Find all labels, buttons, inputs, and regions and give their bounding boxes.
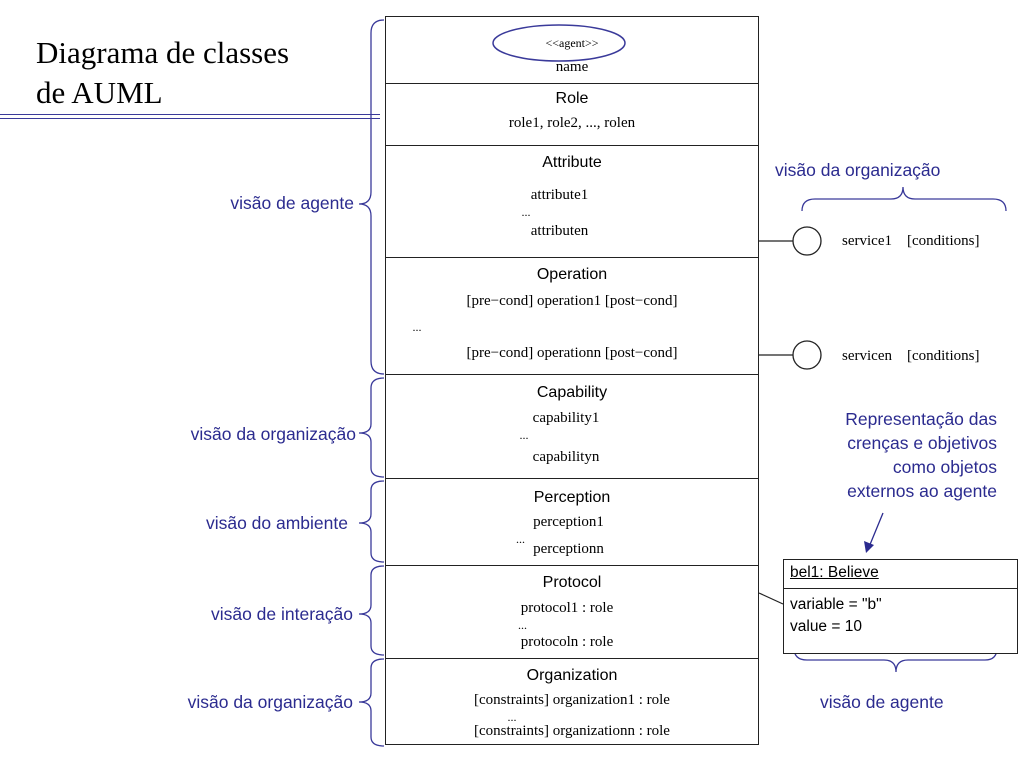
capability-heading: Capability (536, 384, 608, 401)
brace-right-agent-view (793, 647, 998, 673)
representation-arrow-head (864, 541, 874, 553)
capability-dots: ... (519, 428, 529, 442)
servicen-name: servicen (842, 348, 892, 364)
label-right-organization-view: visão da organização (775, 160, 941, 180)
protocol-heading: Protocol (542, 574, 602, 591)
perception-last: perceptionn (533, 541, 604, 557)
stereotype-ellipse (492, 24, 626, 62)
brace-organization-view-2 (358, 658, 385, 747)
attribute-section: Attribute attribute1 ... attributen (386, 145, 758, 258)
perception-section: Perception perception1 ... perceptionn (386, 478, 758, 566)
label-representation: Representação das crenças e objetivos co… (845, 407, 997, 503)
belief-variable: variable = "b" (790, 596, 882, 613)
agent-stereotype: <<agent>> (545, 36, 599, 50)
servicen-row: servicen [conditions] (842, 348, 979, 365)
protocol-section: Protocol protocol1 : role ... protocoln … (386, 565, 758, 659)
brace-agent-view (358, 19, 385, 375)
representation-arrow-line (868, 512, 884, 548)
capability-section: Capability capability1 ... capabilityn (386, 374, 758, 479)
perception-first: perception1 (533, 514, 604, 530)
representation-line-3: como objetos (892, 457, 997, 477)
brace-right-organization-view (801, 186, 1007, 212)
operation-heading: Operation (536, 266, 608, 283)
brace-environment-view (358, 480, 385, 563)
left-braces (358, 19, 385, 747)
attribute-dots: ... (521, 205, 531, 219)
title-line-2: de AUML (36, 75, 163, 110)
role-section: Role role1, role2, ..., rolen (386, 83, 758, 146)
role-items: role1, role2, ..., rolen (508, 115, 636, 131)
diagram-title: Diagrama de classes de AUML (36, 33, 289, 113)
operation-dots: ... (412, 320, 422, 334)
representation-line-2: crenças e objetivos (847, 433, 997, 453)
label-agent-view: visão de agente (230, 193, 354, 213)
capability-last: capabilityn (532, 449, 600, 465)
label-organization-view-2: visão da organização (187, 692, 353, 712)
organization-heading: Organization (526, 667, 618, 684)
belief-object-box: bel1: Believe variable = "b" value = 10 (783, 559, 1018, 654)
protocol-last: protocoln : role (520, 634, 614, 650)
brace-organization-view-1 (358, 377, 385, 478)
title-underline (0, 114, 380, 119)
representation-line-1: Representação das (845, 409, 997, 429)
operation-last: [pre−cond] operationn [post−cond] (466, 345, 678, 361)
operation-section: Operation [pre−cond] operation1 [post−co… (386, 257, 758, 375)
belief-connector (758, 592, 784, 605)
title-line-1: Diagrama de classes (36, 35, 290, 70)
agent-class-box: <<agent>> name Role role1, role2, ..., r… (385, 16, 759, 745)
label-right-agent-view: visão de agente (820, 692, 944, 712)
belief-value: value = 10 (790, 618, 862, 635)
organization-dots: ... (507, 710, 517, 724)
attribute-heading: Attribute (542, 154, 602, 171)
belief-object-title: bel1: Believe (790, 564, 879, 581)
label-organization-view-1: visão da organização (190, 424, 356, 444)
protocol-dots: ... (518, 618, 527, 632)
perception-dots: ... (516, 532, 525, 546)
operation-first: [pre−cond] operation1 [post−cond] (466, 293, 678, 309)
organization-first: [constraints] organization1 : role (474, 692, 670, 708)
belief-object-header: bel1: Believe (784, 560, 1017, 589)
capability-first: capability1 (532, 410, 600, 426)
perception-heading: Perception (533, 489, 611, 506)
role-heading: Role (555, 90, 589, 107)
service1-interface-icon (792, 226, 822, 256)
organization-last: [constraints] organizationn : role (474, 723, 670, 739)
protocol-first: protocol1 : role (520, 600, 614, 616)
service1-conditions: [conditions] (906, 233, 980, 249)
label-environment-view: visão do ambiente (205, 513, 348, 533)
organization-section: Organization [constraints] organization1… (386, 658, 758, 747)
attribute-last: attributen (530, 223, 589, 239)
brace-interaction-view (358, 565, 385, 656)
service1-row: service1 [conditions] (842, 233, 979, 250)
servicen-interface-icon (792, 340, 822, 370)
label-interaction-view: visão de interação (210, 604, 353, 624)
representation-line-4: externos ao agente (847, 481, 997, 501)
attribute-first: attribute1 (530, 187, 589, 203)
agent-name: name (555, 59, 589, 75)
service1-name: service1 (842, 233, 892, 249)
servicen-conditions: [conditions] (906, 348, 980, 364)
